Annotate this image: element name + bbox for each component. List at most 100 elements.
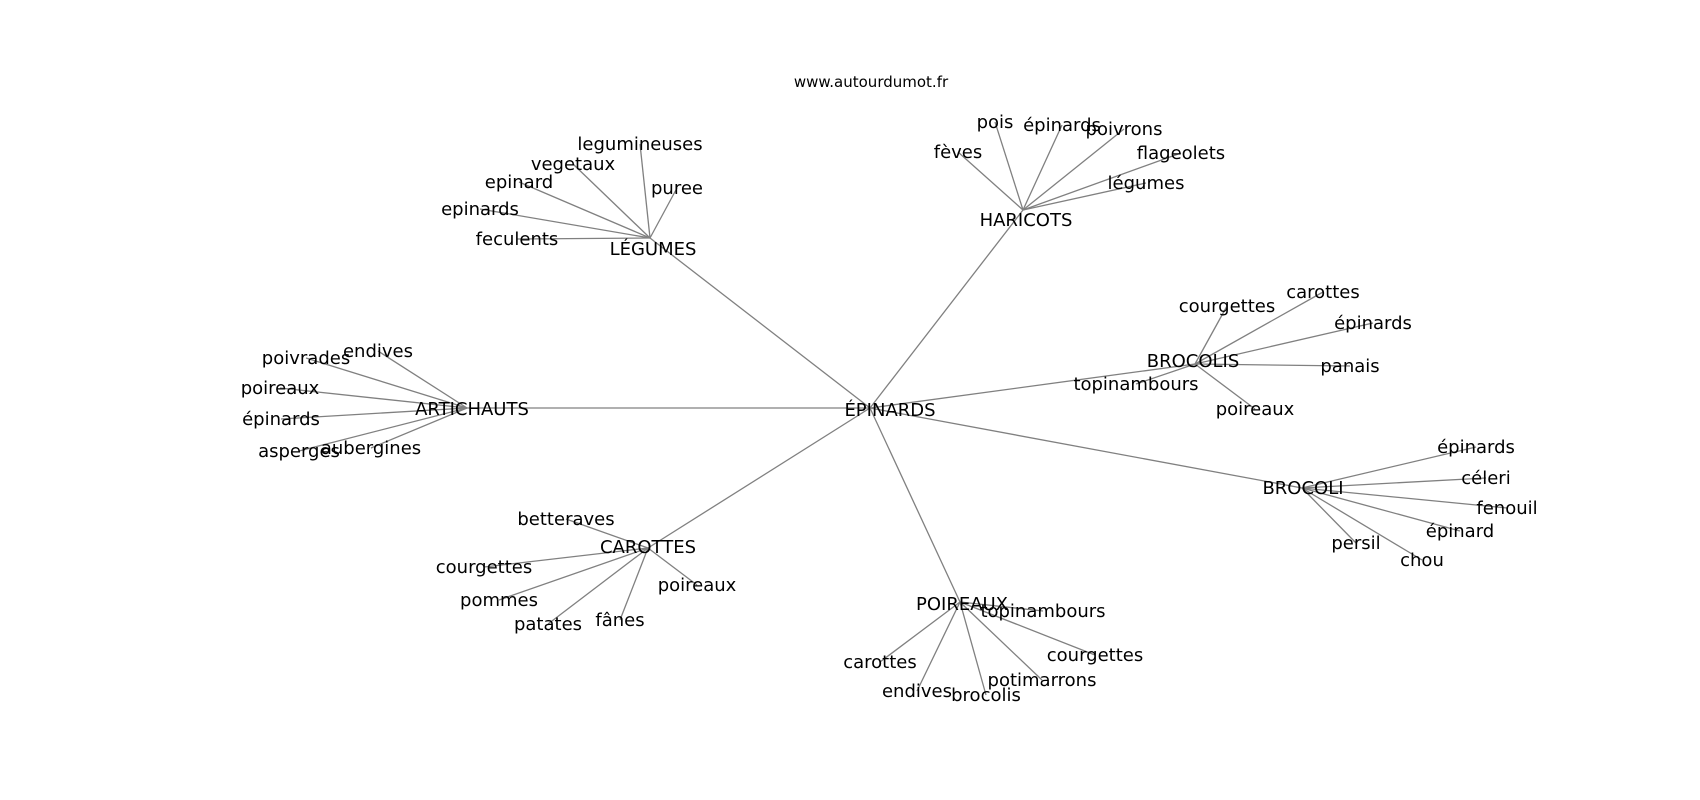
edge-haricots-leaf bbox=[1022, 152, 1182, 211]
edge-legumes-leaf bbox=[649, 187, 678, 239]
edge-root-brocolis bbox=[869, 363, 1196, 409]
node-hub-legumes[interactable]: LÉGUMES bbox=[610, 238, 697, 260]
edge-root-brocoli bbox=[869, 407, 1303, 489]
node-leaf[interactable]: betteraves bbox=[517, 509, 614, 530]
edge-haricots-leaf bbox=[994, 121, 1024, 211]
node-leaf[interactable]: asperges bbox=[258, 441, 340, 462]
edge-brocolis-leaf bbox=[1194, 322, 1374, 365]
node-leaf[interactable]: vegetaux bbox=[531, 154, 616, 175]
edge-legumes-leaf bbox=[639, 143, 651, 239]
node-hub-brocoli[interactable]: BROCOLI bbox=[1262, 478, 1343, 499]
node-leaf[interactable]: fèves bbox=[934, 142, 983, 163]
edge-carottes-leaf bbox=[498, 547, 649, 601]
node-leaf[interactable]: pois bbox=[977, 112, 1014, 133]
node-leaf[interactable]: fânes bbox=[595, 610, 644, 631]
edge-poireaux-leaf bbox=[959, 601, 1096, 656]
edge-brocolis-leaf bbox=[1194, 363, 1351, 367]
node-leaf[interactable]: épinards bbox=[1334, 313, 1412, 334]
node-leaf[interactable]: courgettes bbox=[1179, 296, 1275, 317]
edge-haricots-leaf bbox=[1022, 128, 1125, 211]
node-leaf[interactable]: persil bbox=[1331, 533, 1380, 554]
edge-brocolis-leaf bbox=[1135, 363, 1196, 385]
node-leaf[interactable]: feculents bbox=[476, 229, 559, 250]
node-leaf[interactable]: poivrons bbox=[1086, 119, 1163, 140]
node-leaf[interactable]: patates bbox=[514, 614, 582, 635]
edge-brocoli-leaf bbox=[1301, 477, 1487, 489]
node-leaf[interactable]: topinambours bbox=[980, 601, 1105, 622]
edge-artichauts-leaf bbox=[279, 387, 468, 409]
node-leaf[interactable]: chou bbox=[1400, 550, 1444, 571]
edge-carottes-leaf bbox=[565, 518, 649, 549]
graph-edges bbox=[279, 121, 1508, 696]
node-leaf[interactable]: épinards bbox=[242, 409, 320, 430]
edge-brocolis-leaf bbox=[1194, 363, 1256, 410]
edge-root-carottes bbox=[647, 407, 871, 549]
edge-haricots-leaf bbox=[957, 151, 1024, 211]
edge-artichauts-leaf bbox=[305, 357, 468, 409]
node-hub-poireaux[interactable]: POIREAUX bbox=[916, 594, 1008, 615]
edge-legumes-leaf bbox=[479, 208, 651, 239]
node-leaf[interactable]: epinard bbox=[485, 172, 553, 193]
edge-artichauts-leaf bbox=[280, 407, 468, 420]
node-leaf[interactable]: endives bbox=[343, 341, 413, 362]
edge-brocoli-leaf bbox=[1301, 446, 1477, 489]
node-leaf[interactable]: courgettes bbox=[1047, 645, 1143, 666]
node-hub-brocolis[interactable]: BROCOLIS bbox=[1147, 351, 1240, 372]
node-leaf[interactable]: topinambours bbox=[1073, 374, 1198, 395]
node-leaf[interactable]: poireaux bbox=[1216, 399, 1295, 420]
node-leaf[interactable]: légumes bbox=[1108, 173, 1185, 194]
edge-carottes-leaf bbox=[483, 547, 649, 568]
node-root[interactable]: ÉPINARDS bbox=[844, 399, 935, 421]
node-leaf[interactable]: brocolis bbox=[951, 685, 1021, 706]
node-leaf[interactable]: pommes bbox=[460, 590, 538, 611]
edge-brocolis-leaf bbox=[1194, 305, 1228, 365]
node-leaf[interactable]: panais bbox=[1320, 356, 1379, 377]
node-leaf[interactable]: carottes bbox=[1286, 282, 1360, 303]
node-leaf[interactable]: poivrades bbox=[262, 348, 350, 369]
node-leaf[interactable]: aubergines bbox=[321, 438, 421, 459]
edge-poireaux-leaf bbox=[959, 601, 1044, 612]
edge-artichauts-leaf bbox=[298, 407, 468, 452]
edge-root-poireaux bbox=[869, 407, 961, 603]
node-hub-haricots[interactable]: HARICOTS bbox=[980, 210, 1073, 231]
edge-legumes-leaf bbox=[572, 163, 651, 239]
edge-root-haricots bbox=[869, 209, 1024, 409]
node-leaf[interactable]: épinards bbox=[1023, 115, 1101, 136]
node-leaf[interactable]: flageolets bbox=[1137, 143, 1225, 164]
edge-poireaux-leaf bbox=[959, 601, 987, 696]
edge-haricots-leaf bbox=[1022, 124, 1063, 211]
node-leaf[interactable]: legumineuses bbox=[577, 134, 702, 155]
edge-carottes-leaf bbox=[647, 547, 698, 586]
node-leaf[interactable]: carottes bbox=[843, 652, 917, 673]
edge-poireaux-leaf bbox=[959, 601, 1043, 681]
edge-legumes-leaf bbox=[516, 237, 651, 240]
edge-brocoli-leaf bbox=[1301, 487, 1508, 509]
node-leaf[interactable]: potimarrons bbox=[988, 670, 1097, 691]
node-leaf[interactable]: céleri bbox=[1461, 468, 1510, 489]
edge-brocoli-leaf bbox=[1301, 487, 1357, 544]
node-leaf[interactable]: poireaux bbox=[658, 575, 737, 596]
edge-haricots-leaf bbox=[1022, 182, 1147, 211]
edge-legumes-leaf bbox=[518, 181, 651, 239]
edge-artichauts-leaf bbox=[370, 407, 468, 449]
edge-artichauts-leaf bbox=[377, 350, 468, 409]
node-hub-carottes[interactable]: CAROTTES bbox=[600, 537, 696, 558]
edge-brocoli-leaf bbox=[1301, 487, 1461, 532]
edge-carottes-leaf bbox=[547, 547, 649, 625]
edge-carottes-leaf bbox=[619, 547, 649, 621]
graph-labels: www.autourdumot.fr legumineusesvegetauxe… bbox=[241, 73, 1538, 706]
node-leaf[interactable]: courgettes bbox=[436, 557, 532, 578]
edge-root-legumes bbox=[649, 237, 871, 409]
node-leaf[interactable]: endives bbox=[882, 681, 952, 702]
node-leaf[interactable]: fenouil bbox=[1476, 498, 1537, 519]
node-leaf[interactable]: poireaux bbox=[241, 378, 320, 399]
node-leaf[interactable]: épinard bbox=[1426, 521, 1494, 542]
node-leaf[interactable]: epinards bbox=[441, 199, 519, 220]
edge-brocoli-leaf bbox=[1301, 487, 1423, 561]
node-leaf[interactable]: épinards bbox=[1437, 437, 1515, 458]
node-leaf[interactable]: puree bbox=[651, 178, 703, 199]
node-hub-artichauts[interactable]: ARTICHAUTS bbox=[415, 399, 529, 420]
edge-poireaux-leaf bbox=[916, 601, 961, 692]
edge-poireaux-leaf bbox=[879, 601, 961, 663]
